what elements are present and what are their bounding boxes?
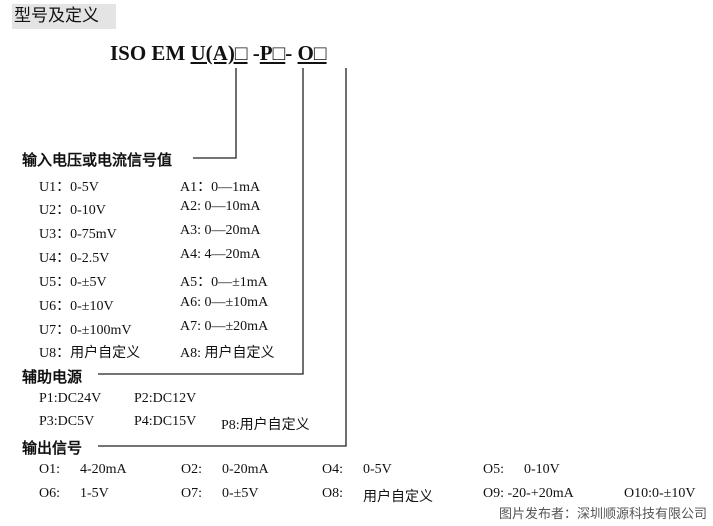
current-item-a6: A6: 0—±10mA xyxy=(180,295,269,310)
output-value-o2: 0-20mA xyxy=(222,462,269,477)
current-item-a5: A5：0—±1mA xyxy=(180,275,268,290)
voltage-item-u5: U5：0-±5V xyxy=(39,275,107,290)
voltage-item-u6: U6：0-±10V xyxy=(39,299,114,314)
connector-power xyxy=(98,68,304,375)
voltage-item-u3: U3：0-75mV xyxy=(39,227,117,242)
output-value-o4: 0-5V xyxy=(363,462,392,477)
voltage-item-u2: U2：0-10V xyxy=(39,203,106,218)
input-signal-heading: 输入电压或电流信号值 xyxy=(22,151,173,169)
output-value-o7: 0-±5V xyxy=(222,486,259,501)
model-code: ISO EM U(A)□ -P□- O□ xyxy=(110,41,327,66)
power-item-p4: P4:DC15V xyxy=(134,414,197,429)
output-value-o1: 4-20mA xyxy=(80,462,127,477)
output-value-o8: 用户自定义 xyxy=(363,490,433,505)
model-sep-1: - xyxy=(247,41,260,65)
output-label-o2: O2: xyxy=(181,462,202,477)
connector-output xyxy=(98,68,347,447)
model-sep-2: - xyxy=(285,41,298,65)
current-item-a8: A8: 用户自定义 xyxy=(180,346,275,361)
section-title: 型号及定义 xyxy=(12,4,116,29)
power-item-p3: P3:DC5V xyxy=(39,414,95,429)
current-item-a3: A3: 0—20mA xyxy=(180,223,261,238)
model-part-u: U(A)□ xyxy=(190,41,248,65)
model-part-p: P□ xyxy=(259,41,286,65)
current-item-a1: A1：0—1mA xyxy=(180,180,261,195)
power-item-p2: P2:DC12V xyxy=(134,391,197,406)
output-label-o5: O5: xyxy=(483,462,504,477)
output-label-o1: O1: xyxy=(39,462,60,477)
output-label-o4: O4: xyxy=(322,462,343,477)
output-value-o5: 0-10V xyxy=(524,462,560,477)
voltage-item-u8: U8：用户自定义 xyxy=(39,346,141,361)
watermark-text: 图片发布者：深圳顺源科技有限公司 xyxy=(498,507,707,522)
aux-power-heading: 辅助电源 xyxy=(22,368,83,386)
output-label-o7: O7: xyxy=(181,486,202,501)
current-item-a4: A4: 4—20mA xyxy=(180,247,261,262)
output-label-o6: O6: xyxy=(39,486,60,501)
connector-input xyxy=(193,68,237,159)
voltage-item-u4: U4：0-2.5V xyxy=(39,251,110,266)
model-part-o: O□ xyxy=(297,41,327,65)
power-item-p8: P8:用户自定义 xyxy=(221,418,310,433)
output-signal-heading: 输出信号 xyxy=(22,439,83,457)
output-value-o6: 1-5V xyxy=(80,486,109,501)
output-item-o10: O10:0-±10V xyxy=(624,486,696,501)
current-item-a7: A7: 0—±20mA xyxy=(180,319,269,334)
power-item-p1: P1:DC24V xyxy=(39,391,102,406)
output-item-o9: O9: -20-+20mA xyxy=(483,486,574,501)
output-label-o8: O8: xyxy=(322,486,343,501)
voltage-item-u7: U7：0-±100mV xyxy=(39,323,132,338)
current-item-a2: A2: 0—10mA xyxy=(180,199,261,214)
voltage-item-u1: U1：0-5V xyxy=(39,180,99,195)
model-prefix: ISO EM xyxy=(110,41,191,65)
